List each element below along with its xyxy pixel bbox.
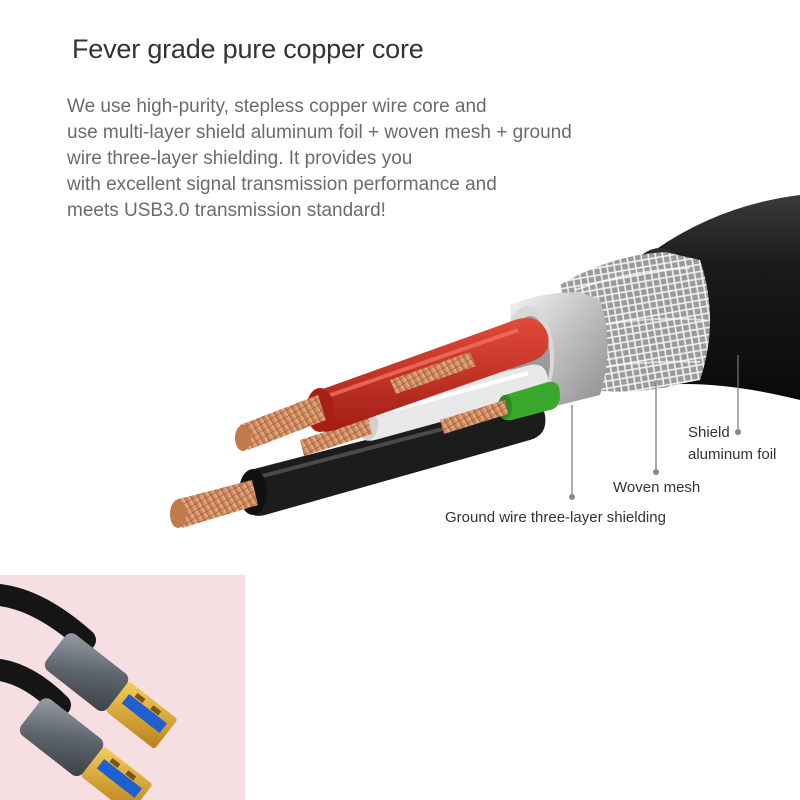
white-wire xyxy=(300,364,549,456)
description-line: with excellent signal transmission perfo… xyxy=(67,174,497,195)
callout-shield-aluminum-foil: Shield aluminum foil xyxy=(688,422,776,466)
callout-shield-line2: aluminum foil xyxy=(688,446,777,463)
description-line: use multi-layer shield aluminum foil + w… xyxy=(67,122,572,143)
callout-shield-line1: Shield xyxy=(688,424,730,441)
product-photo-inset xyxy=(0,575,245,800)
callout-woven-mesh: Woven mesh xyxy=(613,479,701,496)
callout-ground-wire: Ground wire three-layer shielding xyxy=(445,509,666,526)
callout-leader-lines xyxy=(569,355,741,500)
description-line: wire three-layer shielding. It provides … xyxy=(67,148,413,169)
usb-connectors-photo xyxy=(0,575,245,800)
description-text: We use high-purity, stepless copper wire… xyxy=(67,94,572,224)
description-line: meets USB3.0 transmission standard! xyxy=(67,200,386,221)
page-title: Fever grade pure copper core xyxy=(72,34,424,64)
green-wire xyxy=(440,381,560,434)
red-wire xyxy=(235,317,549,451)
description-line: We use high-purity, stepless copper wire… xyxy=(67,96,487,117)
cable-cross-section-illustration xyxy=(170,195,800,528)
